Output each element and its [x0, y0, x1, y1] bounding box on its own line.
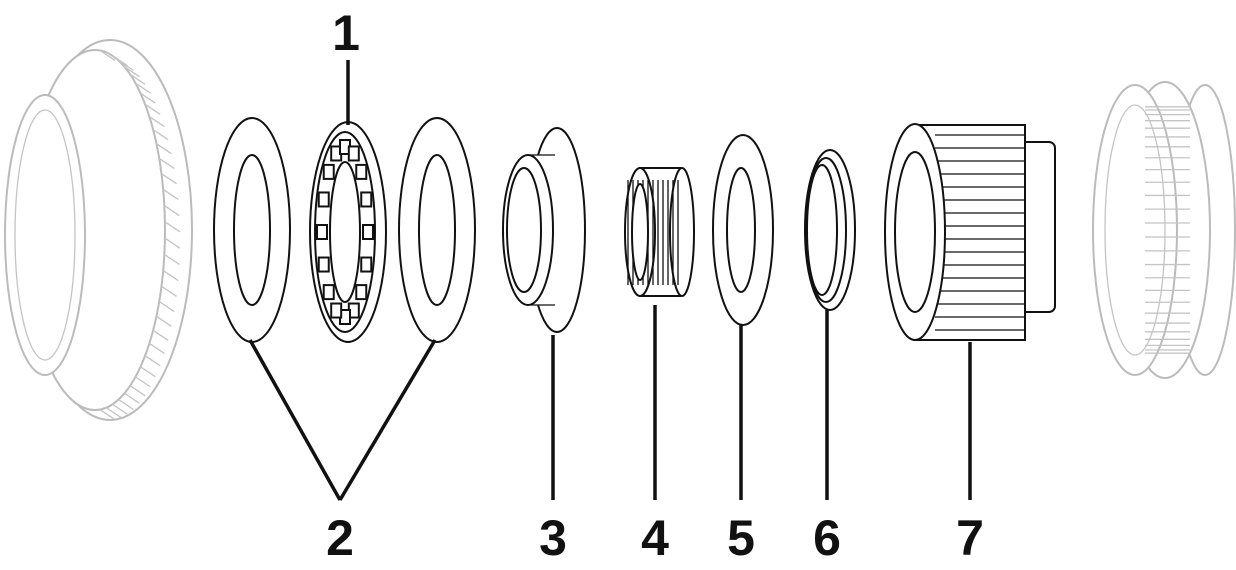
callout-6: 6 — [813, 510, 841, 566]
leader-lines — [248, 60, 972, 501]
callout-5: 5 — [727, 510, 755, 566]
leader-2b — [338, 339, 437, 501]
thrust-washer-right — [398, 117, 476, 343]
leader-2a — [248, 339, 342, 501]
thrust-washer-5 — [712, 134, 774, 326]
thrust-washer-left — [213, 117, 291, 343]
callout-7: 7 — [956, 510, 984, 566]
thrust-bearing — [309, 121, 387, 343]
callout-1: 1 — [332, 5, 360, 61]
helical-gear-ghost — [4, 39, 193, 421]
needle-roller-bearing — [624, 167, 695, 297]
callout-4: 4 — [641, 510, 669, 566]
synchronizer-hub — [884, 123, 1056, 341]
bearing-sleeve — [502, 127, 586, 333]
callout-3: 3 — [539, 510, 567, 566]
snap-ring — [804, 149, 856, 311]
synchronizer-ghost — [1092, 81, 1236, 379]
callout-2: 2 — [326, 510, 354, 566]
